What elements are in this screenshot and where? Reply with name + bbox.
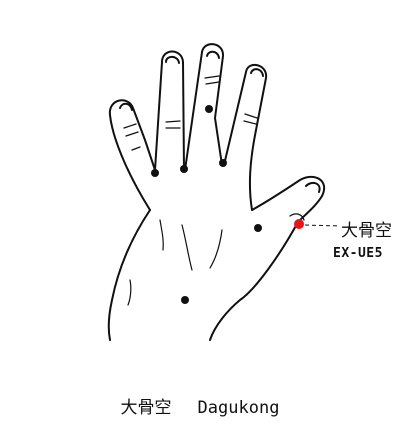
middle-finger-outline xyxy=(201,43,225,166)
thumb-outline xyxy=(251,175,325,223)
knuckle-crease xyxy=(165,120,181,129)
leader-line xyxy=(304,224,341,227)
point-code-label: EX-UE5 xyxy=(333,246,383,261)
tendon-line xyxy=(159,219,164,251)
tendon-line xyxy=(209,229,223,269)
acupoint-dot xyxy=(151,169,159,177)
palm-right-edge xyxy=(209,221,299,341)
tendon-line xyxy=(181,224,193,271)
middle-finger-left-edge xyxy=(184,51,203,171)
hand-outline xyxy=(107,43,325,341)
little-finger-nail xyxy=(119,102,133,111)
knuckle-crease xyxy=(243,113,258,125)
palm-left-edge xyxy=(107,209,151,341)
little-finger-outline xyxy=(108,99,156,171)
middle-finger-nail xyxy=(206,50,220,59)
ring-finger-outline xyxy=(161,50,185,171)
acupoint-dot xyxy=(254,224,262,232)
knuckle-crease xyxy=(123,123,139,137)
figure-caption: 大骨空 Dagukong xyxy=(0,393,400,418)
acupoint-dot xyxy=(205,105,213,113)
caption-chinese-name: 大骨空 xyxy=(120,398,172,418)
thumb-crease xyxy=(289,213,305,221)
caption-pinyin: Dagukong xyxy=(197,398,280,418)
acupoint-dot xyxy=(180,165,188,173)
acupoint-dots xyxy=(151,105,262,304)
tendon-line xyxy=(127,279,132,306)
little-finger-outer-edge xyxy=(109,114,151,211)
ring-finger-nail xyxy=(165,55,180,64)
thumb-nail xyxy=(305,181,321,193)
point-name-label: 大骨空 xyxy=(341,221,392,241)
acupoint-dot xyxy=(219,159,227,167)
knuckle-crease xyxy=(204,75,220,85)
ring-finger-left-edge xyxy=(154,61,163,171)
index-finger-left-edge xyxy=(223,71,247,166)
acupoint-dot xyxy=(181,296,189,304)
dagukong-point-marker xyxy=(294,219,304,229)
index-finger-outline xyxy=(245,63,268,211)
index-finger-nail xyxy=(250,68,264,77)
knuckle-crease xyxy=(131,146,141,151)
